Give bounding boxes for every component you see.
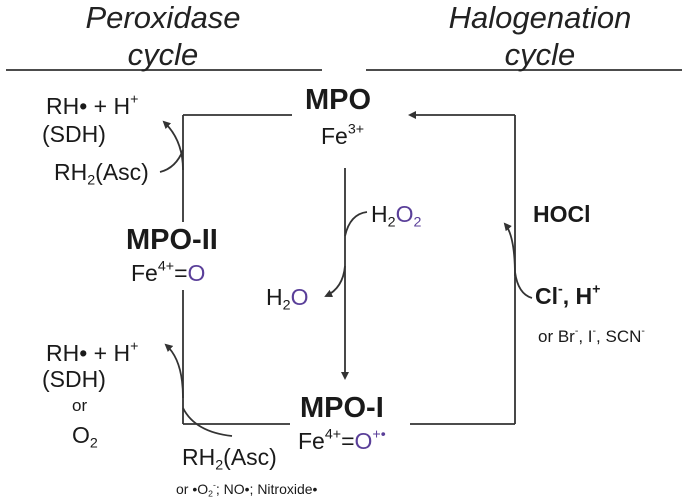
mpo-iron: Fe xyxy=(321,123,348,149)
left-bottom-o2-o: O xyxy=(72,422,90,448)
mpo-i-iron: Fe xyxy=(298,428,325,454)
h2o-label: H2O xyxy=(266,284,309,313)
left-bottom-sdh: (SDH) xyxy=(42,366,106,392)
h2o2-h: H xyxy=(371,201,388,227)
bottom-substrate-rh: RH xyxy=(182,444,216,470)
h2o-out-arrow xyxy=(324,265,346,298)
h-charge: + xyxy=(592,281,601,298)
mpo-iron-charge: 3+ xyxy=(347,121,365,138)
mpo-i-iron-state: Fe4+=O+• xyxy=(298,427,386,454)
h2o2-label: H2O2 xyxy=(371,201,421,230)
mpo-ii-label: MPO-II xyxy=(126,224,218,256)
bottom-substrate-tail: (Asc) xyxy=(223,444,277,470)
left-top-substrate-sub: 2 xyxy=(87,172,96,189)
h2o-sub: 2 xyxy=(282,297,291,314)
cl-in-curve xyxy=(514,271,533,299)
left-top-products: RH• + H+ xyxy=(46,92,138,119)
mpo-i-bond: = xyxy=(341,428,355,454)
left-top-substrate-rh: RH xyxy=(54,159,88,185)
h-label: , H xyxy=(562,283,593,309)
mpo-i-oxygen: O xyxy=(354,428,373,454)
mpo-ii-iron: Fe xyxy=(131,260,158,286)
halogenation-header-line2: cycle xyxy=(504,37,576,72)
halogenation-header: Halogenation cycle xyxy=(425,2,655,70)
h2o2-in-curve xyxy=(344,211,368,237)
mpo-label: MPO xyxy=(305,84,372,116)
h2o-o: O xyxy=(290,284,309,310)
left-top-products-text: RH• + H xyxy=(46,93,131,119)
cl-label: Cl xyxy=(535,283,558,309)
bottom-substrate-sub: 2 xyxy=(215,457,224,474)
rh2-asc-top-feed-curve xyxy=(159,149,184,173)
mpo-i-iron-charge: 4+ xyxy=(324,426,342,443)
products-bottom-arrow xyxy=(164,343,184,399)
left-bottom-products-text: RH• + H xyxy=(46,340,131,366)
mpo-iron-state: Fe3+ xyxy=(321,122,364,149)
cl-charge: - xyxy=(558,281,563,298)
alt-br-charge: - xyxy=(574,325,579,338)
peroxidase-header: Peroxidase cycle xyxy=(68,2,258,70)
mpo-ii-oxygen: O xyxy=(187,260,206,286)
mpo-ii-iron-state: Fe4+=O xyxy=(131,259,206,286)
h2o2-sub: 2 xyxy=(387,214,396,231)
alt-i-charge: - xyxy=(592,325,597,338)
mpo-i-label: MPO-I xyxy=(300,392,384,424)
mpo-ii-bond: = xyxy=(174,260,188,286)
left-bottom-or: or xyxy=(72,396,88,415)
peroxidase-header-line2: cycle xyxy=(127,37,199,72)
mpo-i-radical: +• xyxy=(372,426,386,443)
left-top-sdh: (SDH) xyxy=(42,121,106,147)
left-bottom-products: RH• + H+ xyxy=(46,339,138,366)
halide-alternatives: or Br-, I-, SCN- xyxy=(538,325,645,346)
left-bottom-o2: O2 xyxy=(72,422,98,451)
left-bottom-o2-sub: 2 xyxy=(89,435,98,452)
bottom-alt-sub: 2 xyxy=(208,488,213,499)
alt-i: , I xyxy=(578,327,593,346)
bottom-alt-rest: ; NO•; Nitroxide• xyxy=(215,481,318,497)
mpo-ii-iron-charge: 4+ xyxy=(157,258,175,275)
hocl-label: HOCl xyxy=(533,201,591,227)
h2o-h: H xyxy=(266,284,283,310)
alt-scn: , SCN xyxy=(596,327,642,346)
bottom-alt-substrates: or •O2-; NO•; Nitroxide• xyxy=(176,479,318,499)
alt-scn-charge: - xyxy=(641,325,645,338)
bottom-alt-sup: - xyxy=(212,479,216,490)
h2o2-o: O xyxy=(395,201,414,227)
bottom-alt-prefix: or •O xyxy=(176,481,209,497)
left-bottom-products-charge: + xyxy=(130,338,139,355)
left-top-substrate: RH2(Asc) xyxy=(54,159,149,188)
rh2-bottom-in-curve xyxy=(182,407,233,437)
halogenation-header-line1: Halogenation xyxy=(448,0,632,35)
rh2-to-products-top-arrow xyxy=(162,120,184,171)
h2o2-osub: 2 xyxy=(413,214,422,231)
alt-br: or Br xyxy=(538,327,575,346)
bottom-substrate: RH2(Asc) xyxy=(182,444,277,473)
left-top-substrate-tail: (Asc) xyxy=(95,159,149,185)
hocl-out-arrow xyxy=(503,222,516,277)
left-top-products-charge: + xyxy=(130,91,139,108)
cl-h-label: Cl-, H+ xyxy=(535,282,600,309)
peroxidase-header-line1: Peroxidase xyxy=(85,0,241,35)
